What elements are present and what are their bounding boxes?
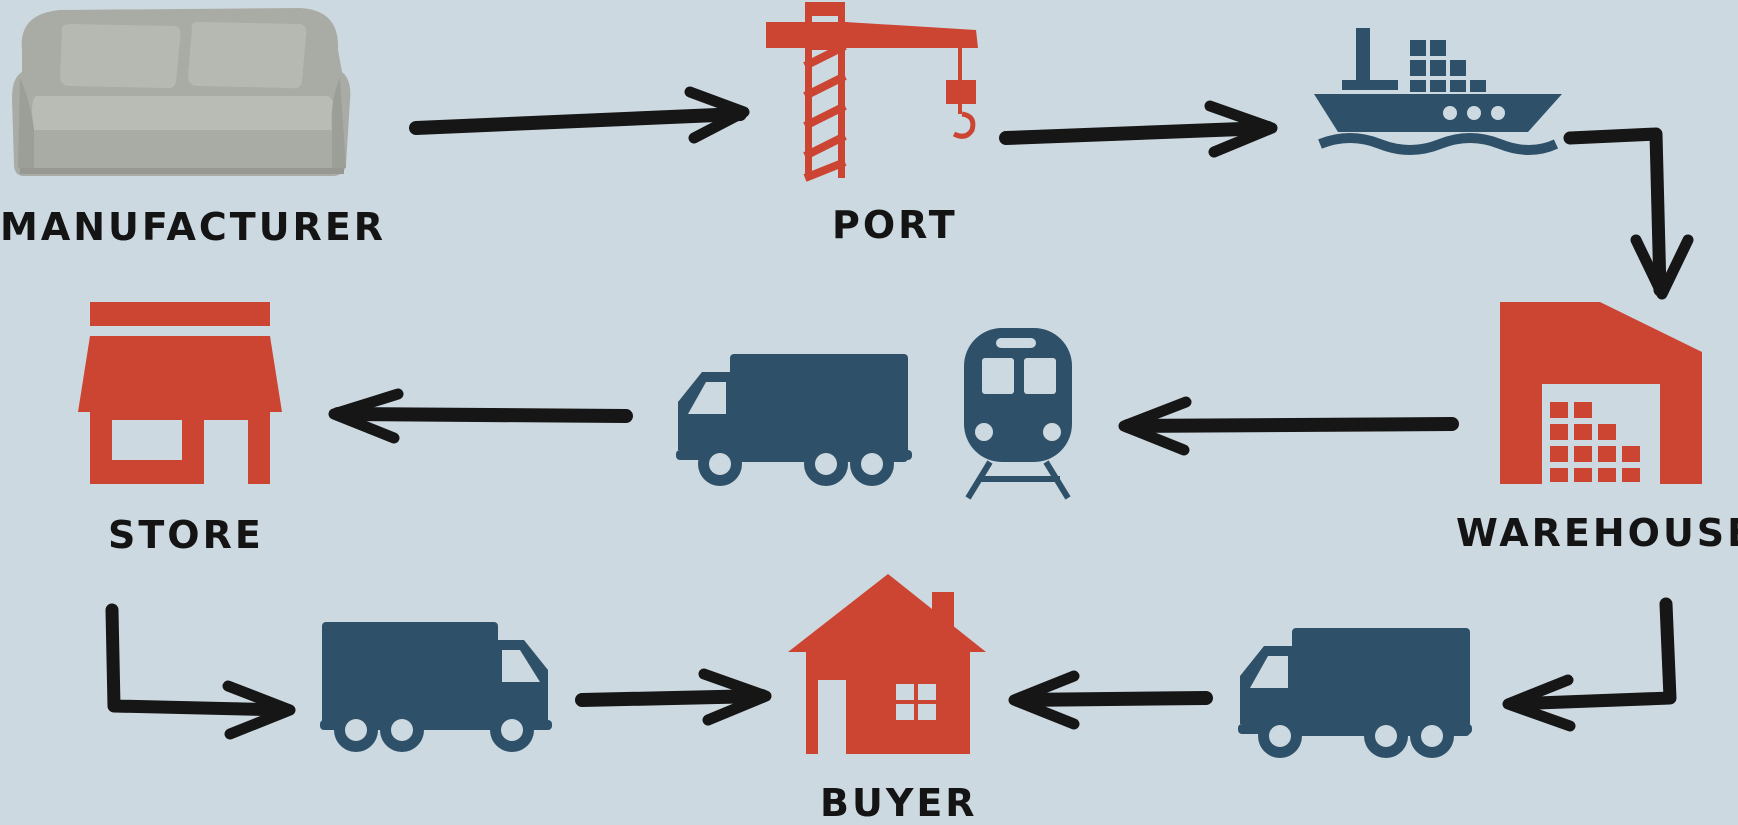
arrow-truck-to-store xyxy=(328,388,633,444)
warehouse-label: WAREHOUSE xyxy=(1456,511,1738,555)
storefront-icon xyxy=(78,302,282,484)
manufacturer-label: MANUFACTURER xyxy=(0,205,387,249)
arrow-ship-to-warehouse xyxy=(1563,127,1694,300)
arrow-warehouse-to-truck xyxy=(1502,597,1677,732)
house-icon xyxy=(788,574,986,754)
arrow-truck-to-buyer xyxy=(1008,670,1213,730)
arrow-warehouse-to-train xyxy=(1118,396,1459,456)
arrow-truck-to-buyer-right xyxy=(575,668,772,726)
arrow-port-to-ship xyxy=(999,100,1278,158)
arrow-store-to-truck xyxy=(105,603,296,740)
buyer-label: BUYER xyxy=(820,781,978,825)
crane-icon xyxy=(766,2,978,182)
delivery-truck-icon xyxy=(676,354,912,486)
delivery-truck-icon xyxy=(1238,628,1472,758)
warehouse-icon xyxy=(1500,302,1702,484)
arrow-manufacturer-to-port xyxy=(409,86,750,144)
delivery-truck-icon xyxy=(320,622,552,752)
store-label: STORE xyxy=(108,513,264,557)
port-label: PORT xyxy=(832,203,958,247)
cargo-ship-icon xyxy=(1314,28,1562,155)
train-icon xyxy=(964,328,1072,500)
sofa-icon xyxy=(12,8,351,176)
